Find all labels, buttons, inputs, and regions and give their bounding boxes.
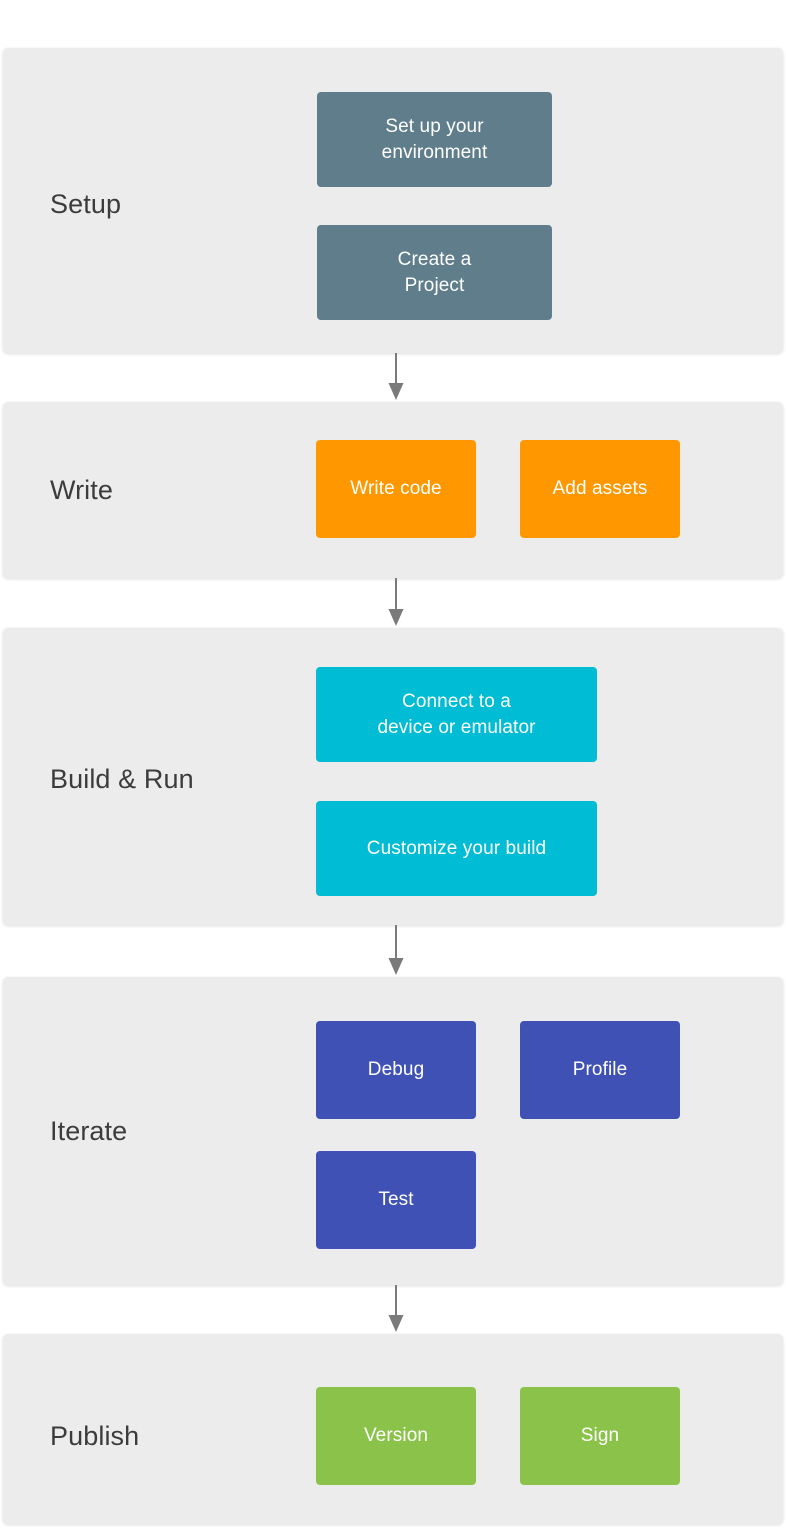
node-set-up-your-environment[interactable]: Set up your environment — [317, 92, 552, 187]
node-line: Test — [378, 1189, 414, 1211]
node-line: Customize your build — [366, 837, 547, 859]
node-line: Set up your — [385, 116, 484, 138]
node-line: Debug — [367, 1059, 425, 1081]
connector-build-and-run-to-iterate — [384, 925, 408, 977]
node-add-assets[interactable]: Add assets — [520, 440, 680, 538]
node-line: Version — [363, 1425, 429, 1447]
stage-label-iterate: Iterate — [50, 1116, 128, 1146]
connector-iterate-to-publish — [384, 1285, 408, 1334]
node-test[interactable]: Test — [316, 1151, 476, 1249]
connector-write-to-build-and-run — [384, 578, 408, 628]
node-line: Sign — [580, 1425, 620, 1447]
stage-label-build-and-run: Build & Run — [50, 764, 194, 794]
node-line: device or emulator — [377, 716, 536, 738]
node-debug[interactable]: Debug — [316, 1021, 476, 1119]
node-line: Connect to a — [402, 691, 511, 713]
stage-label-setup: Setup — [50, 189, 122, 219]
node-version[interactable]: Version — [316, 1387, 476, 1485]
node-line: environment — [381, 141, 488, 163]
connector-setup-to-write — [384, 353, 408, 402]
node-create-a-project[interactable]: Create a Project — [317, 225, 552, 320]
node-customize-your-build[interactable]: Customize your build — [316, 801, 597, 896]
stage-label-write: Write — [50, 475, 114, 505]
node-line: Project — [404, 274, 465, 296]
stage-label-publish: Publish — [50, 1421, 140, 1451]
node-line: Create a — [397, 249, 472, 271]
node-profile[interactable]: Profile — [520, 1021, 680, 1119]
node-connect-to-a-device-or-emulator[interactable]: Connect to a device or emulator — [316, 667, 597, 762]
node-line: Profile — [572, 1059, 628, 1081]
node-line: Add assets — [552, 478, 648, 500]
node-write-code[interactable]: Write code — [316, 440, 476, 538]
node-sign[interactable]: Sign — [520, 1387, 680, 1485]
node-line: Write code — [350, 478, 442, 500]
